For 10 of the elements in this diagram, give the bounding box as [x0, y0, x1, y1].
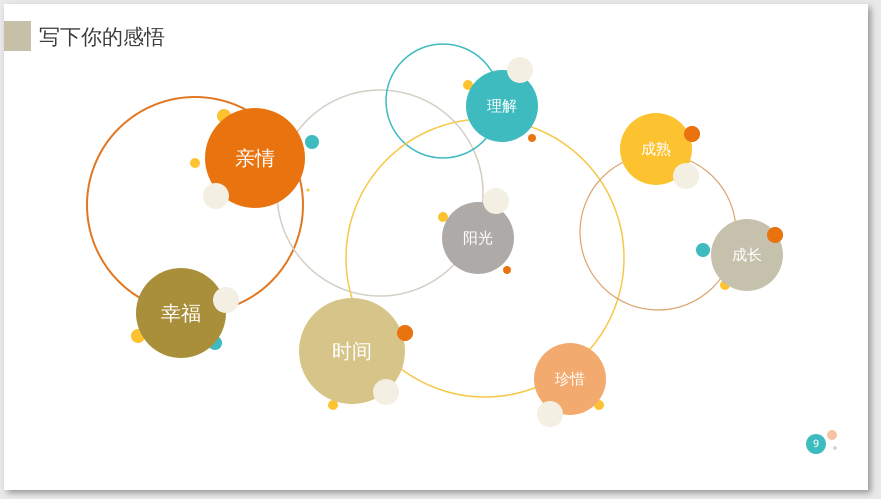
word-bubble: 亲情 [205, 108, 305, 208]
word-bubble: 成熟 [620, 113, 692, 185]
word-bubble: 时间 [299, 298, 405, 404]
word-bubble: 幸福 [136, 268, 226, 358]
title: 写下你的感悟 [39, 24, 165, 51]
word-bubble: 珍惜 [534, 343, 606, 415]
word-bubble: 阳光 [442, 202, 514, 274]
page-number-circle: 9 [806, 434, 826, 454]
word-bubble: 成长 [711, 219, 783, 291]
word-bubble: 理解 [466, 70, 538, 142]
